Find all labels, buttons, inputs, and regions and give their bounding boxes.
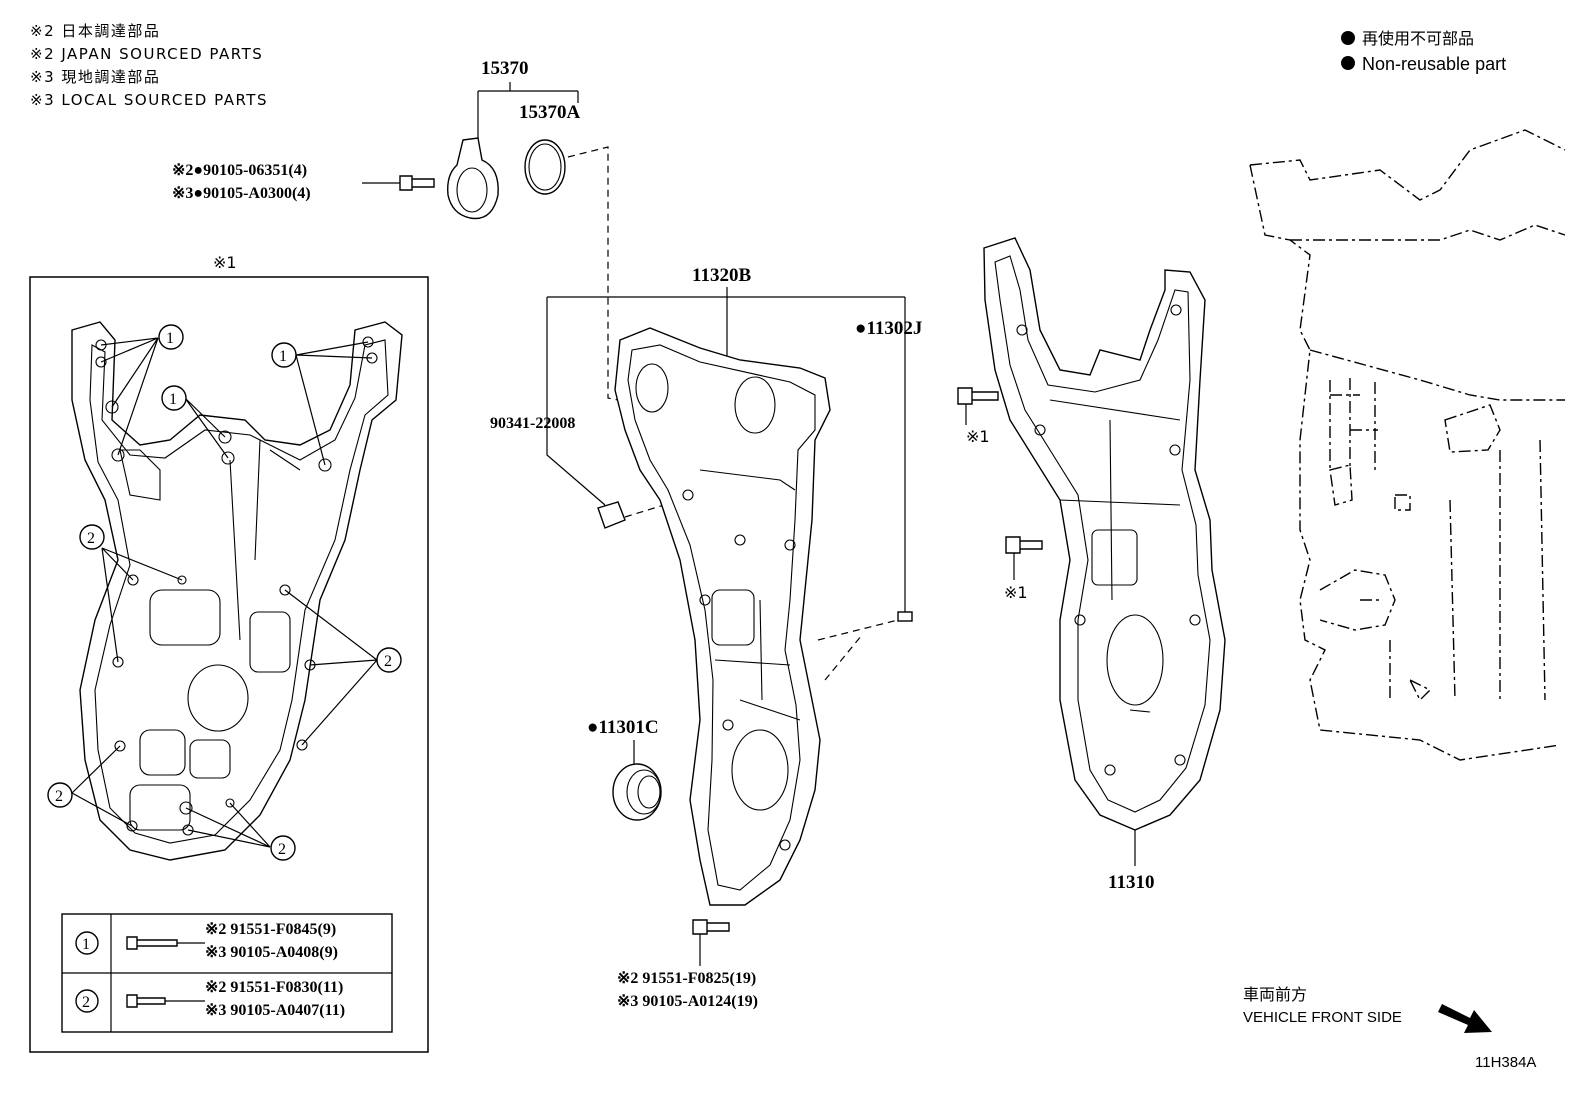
svg-text:※2 91551-F0830(11): ※2 91551-F0830(11): [205, 979, 343, 996]
bolt-icon[interactable]: [692, 919, 730, 935]
callout-2-marker[interactable]: [270, 835, 296, 861]
svg-text:1: 1: [169, 391, 177, 408]
detail-box-frame: [29, 276, 429, 1053]
arrow-right-down-icon: [1438, 1004, 1492, 1033]
bolt-icon[interactable]: [399, 175, 435, 191]
callout-1-marker[interactable]: [158, 324, 184, 350]
svg-text:1: 1: [82, 936, 90, 953]
engine-block-outline: [1249, 129, 1566, 761]
part-15370-group: 15370 15370A ※2●90105-06351(4) ※3●90105-…: [172, 58, 629, 403]
callout-2-marker[interactable]: [47, 782, 73, 808]
svg-text:※3 90105-A0408(9): ※3 90105-A0408(9): [205, 944, 338, 961]
leader-11320b: [546, 287, 906, 612]
oil-control-valve-icon[interactable]: [447, 137, 499, 220]
timing-cover-11310[interactable]: [983, 237, 1226, 831]
svg-text:2: 2: [87, 530, 95, 547]
front-side-jp: 車両前方: [1243, 986, 1307, 1004]
table-row[interactable]: 2 ※2 91551-F0830(11) ※3 90105-A0407(11): [75, 979, 345, 1019]
legend-en: Non-reusable part: [1362, 54, 1506, 74]
svg-text:2: 2: [82, 994, 90, 1011]
label-11302j[interactable]: ●11302J: [855, 318, 922, 339]
bolt-icon[interactable]: [957, 387, 999, 405]
source-notes: ※2 日本調達部品 ※2 JAPAN SOURCED PARTS ※3 現地調達…: [30, 22, 268, 109]
non-reusable-dot-icon: [1341, 31, 1355, 45]
label-bolt-91551-f0825[interactable]: ※2 91551-F0825(19): [617, 970, 756, 987]
callout-1-group: 1 1 1: [100, 324, 373, 466]
svg-text:※3 90105-A0407(11): ※3 90105-A0407(11): [205, 1002, 345, 1019]
table-row[interactable]: 1 ※2 91551-F0845(9) ※3 90105-A0408(9): [75, 921, 338, 961]
vehicle-front-indicator: 車両前方 VEHICLE FRONT SIDE: [1243, 986, 1492, 1033]
label-11320b[interactable]: 11320B: [692, 265, 751, 286]
ref-note-1: ※1: [966, 427, 990, 446]
svg-text:1: 1: [279, 348, 287, 365]
o-ring-icon[interactable]: [524, 139, 566, 195]
box-ref-label: ※1: [213, 253, 237, 272]
svg-text:※2 91551-F0845(9): ※2 91551-F0845(9): [205, 921, 336, 938]
bolt-icon: [126, 994, 166, 1008]
dowel-pin-icon[interactable]: [897, 611, 913, 622]
timing-chain-cover-11320b[interactable]: [614, 327, 831, 906]
callout-2-marker[interactable]: [376, 647, 402, 673]
label-15370[interactable]: 15370: [481, 58, 529, 79]
callout-2-group: 2 2 2 2: [47, 524, 402, 861]
label-bolt-90105-a0300[interactable]: ※3●90105-A0300(4): [172, 185, 311, 202]
legend-jp: 再使用不可部品: [1362, 30, 1474, 48]
callout-1-marker[interactable]: [271, 342, 297, 368]
detail-box: ※1 1: [29, 253, 429, 1053]
callout-2-marker[interactable]: [79, 524, 105, 550]
label-11310[interactable]: 11310: [1108, 872, 1154, 893]
svg-text:1: 1: [166, 330, 174, 347]
bolt-table: 1 ※2 91551-F0845(9) ※3 90105-A0408(9) 2 …: [61, 913, 393, 1033]
svg-text:2: 2: [384, 653, 392, 670]
svg-text:2: 2: [278, 841, 286, 858]
ref-note-2: ※1: [1004, 583, 1028, 602]
note-japan-jp: ※2 日本調達部品: [30, 22, 160, 40]
figure-id: 11H384A: [1475, 1054, 1536, 1071]
timing-chain-cover-group: 11320B ●11302J 90341-22008 ●11301C ※2 91…: [490, 265, 922, 1010]
rear-cover-group: 11310 ※1 ※1: [957, 237, 1226, 893]
label-bolt-90105-06351[interactable]: ※2●90105-06351(4): [172, 162, 307, 179]
callout-1-marker[interactable]: [161, 385, 187, 411]
note-local-en: ※3 LOCAL SOURCED PARTS: [30, 91, 268, 109]
label-bolt-90105-a0124[interactable]: ※3 90105-A0124(19): [617, 993, 758, 1010]
bolt-icon: [126, 936, 178, 950]
legend: 再使用不可部品 Non-reusable part: [1341, 30, 1506, 74]
label-90341-22008[interactable]: 90341-22008: [490, 415, 575, 432]
plug-icon[interactable]: [597, 501, 626, 529]
note-local-jp: ※3 現地調達部品: [30, 68, 160, 86]
non-reusable-dot-icon: [1341, 56, 1355, 70]
note-japan-en: ※2 JAPAN SOURCED PARTS: [30, 45, 263, 63]
leader-15370: [477, 82, 579, 140]
svg-text:2: 2: [55, 788, 63, 805]
front-side-en: VEHICLE FRONT SIDE: [1243, 1009, 1402, 1026]
label-15370a[interactable]: 15370A: [519, 102, 581, 123]
label-11301c[interactable]: ●11301C: [587, 717, 659, 738]
bolt-icon[interactable]: [1005, 536, 1043, 554]
